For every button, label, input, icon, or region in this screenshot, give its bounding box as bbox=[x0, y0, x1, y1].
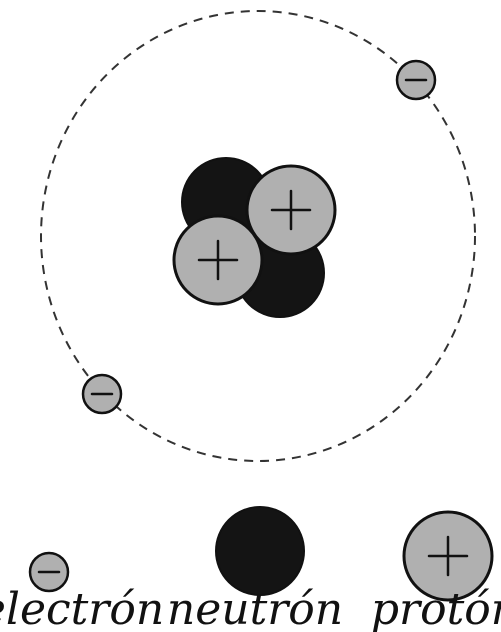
legend-electron-label: electrón bbox=[0, 584, 164, 632]
legend-neutron-label: neutrón bbox=[167, 584, 343, 632]
nucleus-proton-right bbox=[247, 166, 335, 254]
legend-neutron bbox=[216, 507, 304, 595]
legend-proton-label: protón bbox=[371, 584, 501, 632]
nucleus-proton-left bbox=[174, 216, 262, 304]
orbit-electron-top-right bbox=[397, 61, 435, 99]
orbit-electron-left bbox=[83, 375, 121, 413]
